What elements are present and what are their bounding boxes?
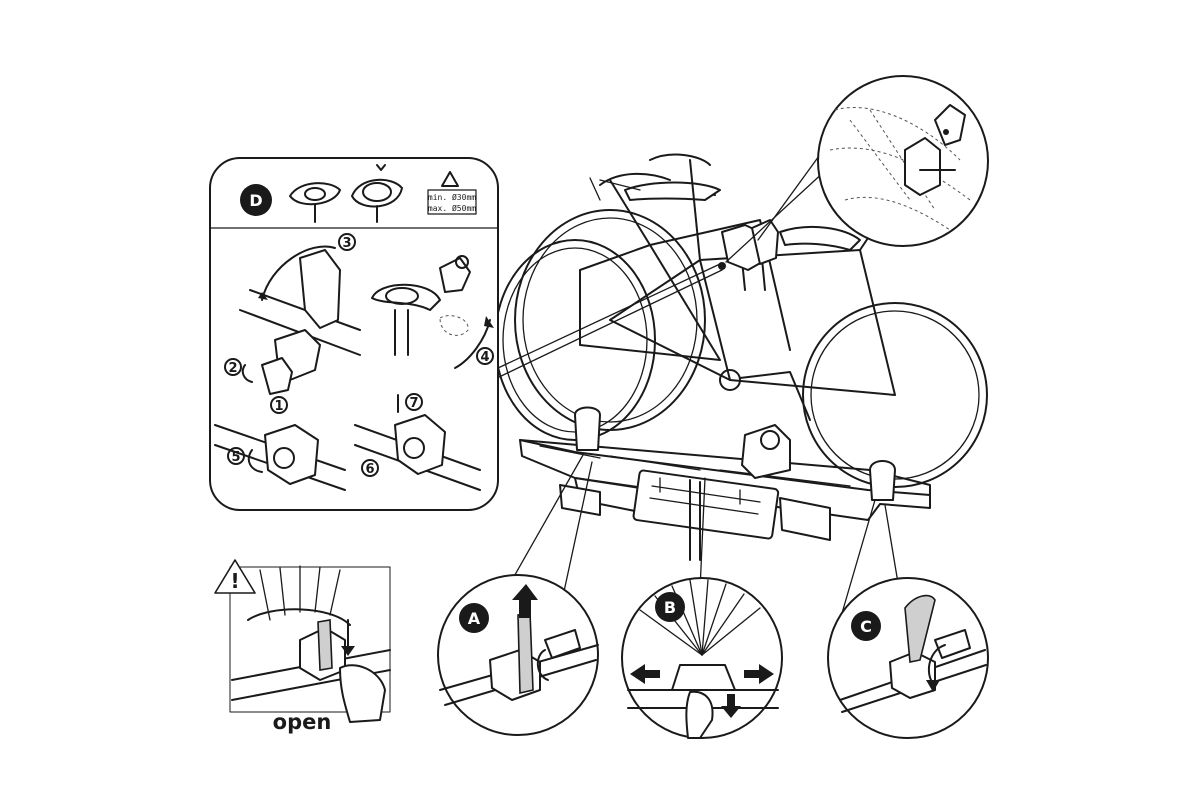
callout-b-release: B bbox=[621, 577, 783, 739]
diameter-spec: min. Ø30mm max. Ø50mm bbox=[427, 171, 477, 215]
step-4-open-clamp: 4 bbox=[371, 255, 494, 369]
svg-text:7: 7 bbox=[409, 396, 418, 411]
svg-text:B: B bbox=[664, 598, 676, 617]
svg-text:max. Ø50mm: max. Ø50mm bbox=[428, 203, 476, 213]
rear-bicycle bbox=[494, 172, 791, 441]
hand-icon bbox=[339, 664, 386, 723]
key-icon bbox=[455, 255, 469, 269]
front-bicycle bbox=[514, 153, 988, 488]
svg-text:3: 3 bbox=[342, 236, 351, 251]
arrow-left-icon bbox=[630, 664, 660, 684]
arrow-down-icon bbox=[721, 694, 741, 718]
hand-icon bbox=[685, 690, 714, 739]
zoom-frame-clamp-detail bbox=[817, 75, 989, 247]
svg-text:6: 6 bbox=[365, 462, 374, 477]
svg-text:A: A bbox=[468, 609, 481, 628]
arrow-up-icon bbox=[512, 584, 538, 618]
main-illustration bbox=[494, 104, 988, 621]
svg-text:4: 4 bbox=[480, 350, 489, 365]
svg-text:open: open bbox=[273, 710, 332, 734]
svg-text:1: 1 bbox=[274, 399, 283, 414]
svg-text:2: 2 bbox=[228, 361, 237, 376]
warning-triangle-icon bbox=[441, 171, 459, 187]
rotate-arrow-icon bbox=[241, 364, 253, 383]
rotate-arrow-icon bbox=[247, 449, 263, 473]
rotate-arrow-icon bbox=[536, 649, 549, 681]
panel-d-frame-holder-steps: D min. Ø30mm max. Ø50mm bbox=[209, 157, 499, 511]
step-2-1-detail: 2 1 bbox=[224, 357, 293, 414]
warning-triangle-icon: ! bbox=[214, 559, 256, 594]
rotate-arrow-icon bbox=[261, 245, 336, 301]
arrow-down-icon bbox=[926, 680, 940, 692]
wheel-holder-front bbox=[741, 424, 791, 479]
svg-text:min. Ø30mm: min. Ø30mm bbox=[428, 192, 476, 202]
svg-text:!: ! bbox=[230, 569, 239, 593]
clamp-size-icons bbox=[289, 164, 403, 223]
callout-a-strap-pull: A bbox=[437, 574, 599, 736]
svg-text:C: C bbox=[860, 617, 872, 636]
wheel-strap-holders bbox=[574, 406, 896, 501]
callout-c-strap-close: C bbox=[827, 577, 989, 739]
arrow-right-icon bbox=[744, 664, 774, 684]
svg-text:D: D bbox=[249, 191, 262, 210]
panel-d-badge: D bbox=[240, 184, 272, 216]
open-instruction-panel: ! open bbox=[214, 559, 391, 734]
step-5-6-mount: 5 6 7 bbox=[214, 393, 481, 491]
svg-text:5: 5 bbox=[231, 450, 240, 465]
rotate-arrow-icon bbox=[927, 644, 946, 683]
frame-holder-arm bbox=[718, 219, 779, 291]
